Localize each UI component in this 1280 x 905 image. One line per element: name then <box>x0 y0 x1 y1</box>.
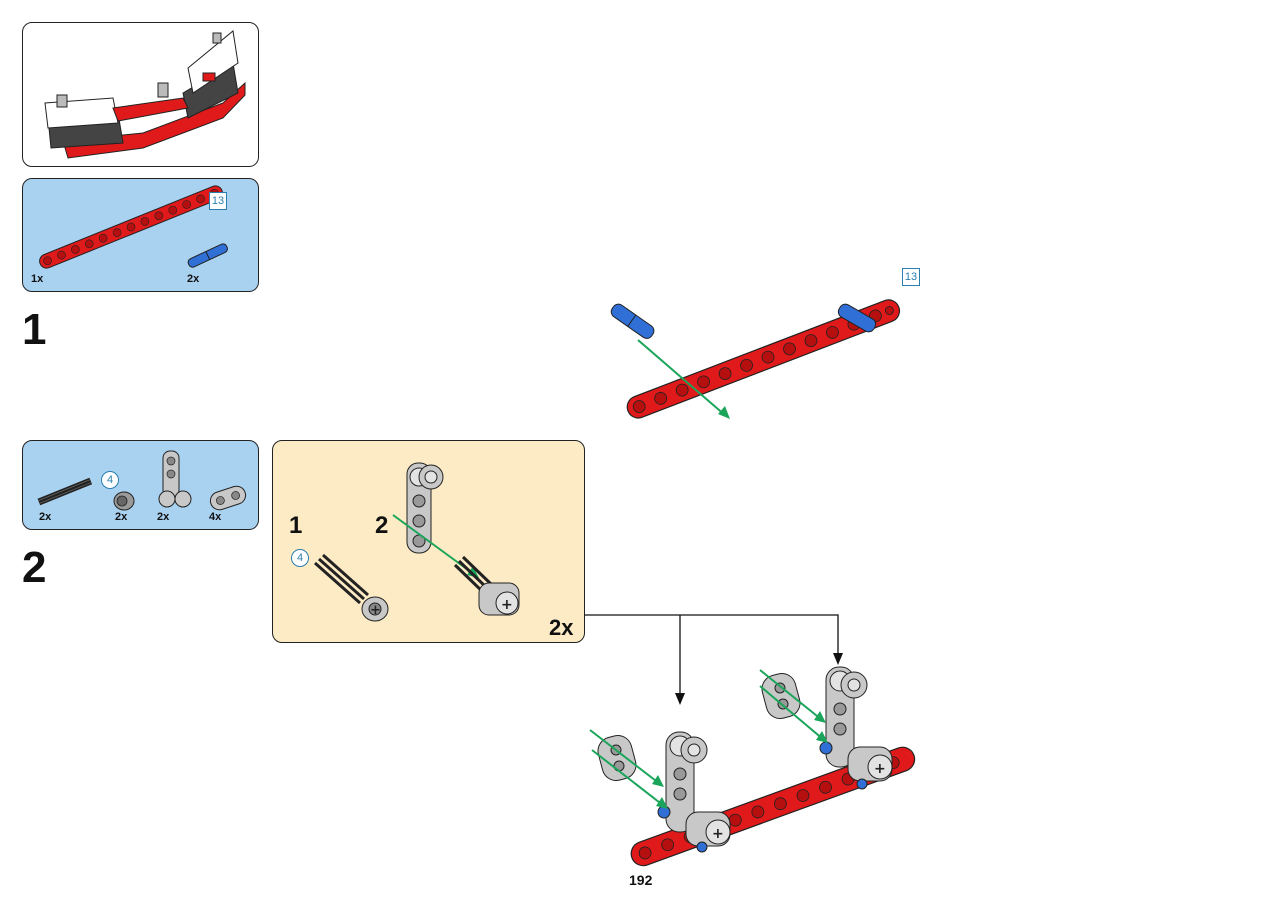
pin-qty: 2x <box>187 273 200 285</box>
page-number: 192 <box>629 872 653 888</box>
blue-pin-icon <box>187 243 228 268</box>
step1-parts-panel: 13 1x 2x <box>22 178 259 292</box>
axle-qty: 2x <box>39 511 52 523</box>
subassembly-axle-length-label: 4 <box>291 549 309 567</box>
beam-length-label: 13 <box>209 192 227 210</box>
bush-icon <box>113 491 135 511</box>
step1-number: 1 <box>22 305 47 354</box>
step2-assembly-illustration: + + <box>589 666 916 867</box>
subassembly-multiplier: 2x <box>549 615 574 640</box>
bush-qty: 2x <box>115 511 128 523</box>
link-qty: 4x <box>209 511 222 523</box>
svg-text:+: + <box>370 603 381 618</box>
substep-1-number: 1 <box>289 512 303 539</box>
model-overview-illustration <box>44 30 246 159</box>
step2-parts-panel: 4 2x 2x 2x 4x <box>22 440 259 530</box>
step1-assembly-illustration <box>610 299 901 419</box>
svg-text:+: + <box>712 826 724 842</box>
substep2-connector-illustration: + <box>392 462 520 616</box>
step2-number: 2 <box>22 543 47 592</box>
step2-subassembly-panel: 1 2 4 + <box>272 440 585 643</box>
beam-qty: 1x <box>31 273 44 285</box>
overview-panel <box>22 22 259 167</box>
gray-connector-icon <box>158 450 192 508</box>
assembly-length-label: 13 <box>902 268 920 286</box>
connector-qty: 2x <box>157 511 170 523</box>
substep-2-number: 2 <box>375 512 389 539</box>
axle-length-label: 4 <box>101 471 119 489</box>
gray-link-icon <box>209 485 247 511</box>
svg-text:+: + <box>874 761 886 777</box>
svg-text:+: + <box>501 597 513 613</box>
red-beam-13-icon <box>39 185 223 269</box>
callout-placement-arrows <box>585 614 843 705</box>
substep1-axle-bush-illustration: + <box>314 553 389 622</box>
black-axle-icon <box>37 477 93 506</box>
